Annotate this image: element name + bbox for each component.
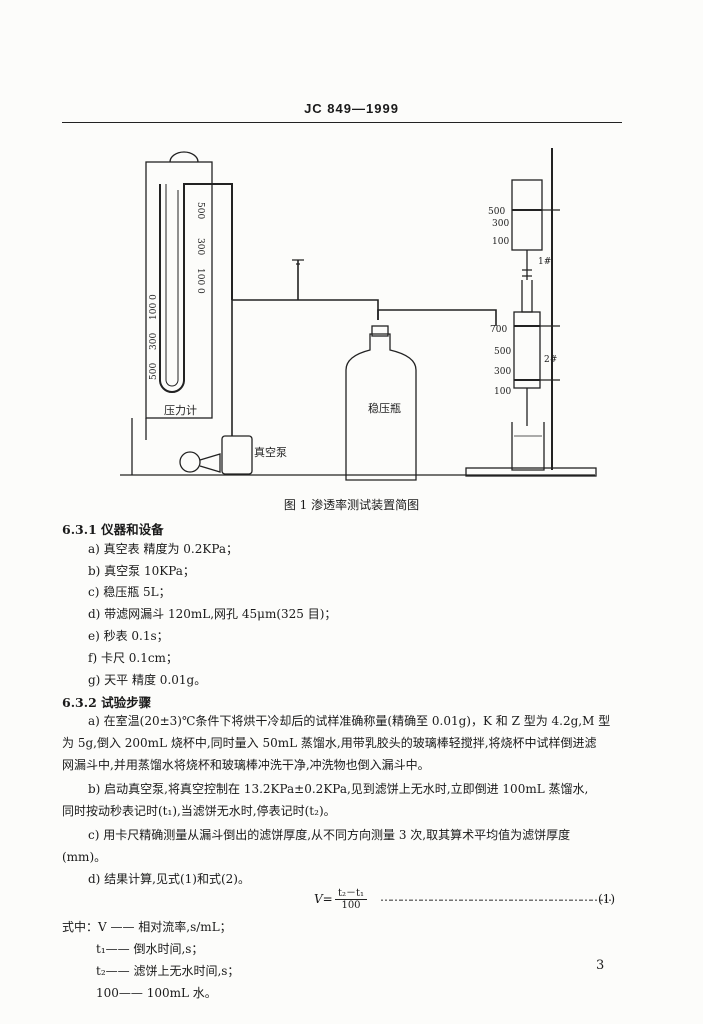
funnel-1-label: 1# (538, 257, 551, 267)
legend-line: 式中：V —— 相对流率,s/mL； (62, 920, 232, 934)
section-632-title: 6.3.2 试验步骤 (62, 695, 152, 710)
manometer-label: 压力计 (164, 404, 197, 417)
funnel-1 (511, 179, 543, 280)
list-item: b) 真空泵 10KPa； (88, 564, 195, 578)
section-631-title: 6.3.1 仪器和设备 (62, 522, 164, 537)
scale-tick: 500 (149, 363, 159, 380)
cylinder-mark: 300 (492, 219, 509, 229)
apparatus-diagram: 压力计 500 300 100 0 0 100 300 500 真空泵 稳压瓶 (120, 148, 597, 481)
formula-number: (1) (598, 892, 615, 906)
legend-line: t₂—— 滤饼上无水时间,s； (96, 964, 240, 978)
cylinder-mark: 700 (490, 325, 507, 335)
scale-tick: 0 (149, 294, 159, 300)
cylinder-mark: 500 (488, 207, 505, 217)
list-item: g) 天平 精度 0.01g。 (88, 673, 207, 687)
standard-header: JC 849—1999 (304, 101, 399, 116)
stabilizer-label: 稳压瓶 (368, 401, 401, 415)
paragraph-line: 网漏斗中,并用蒸馏水将烧杯和玻璃棒冲洗干净,冲洗物也倒入漏斗中。 (62, 758, 430, 772)
vacuum-pump-label: 真空泵 (254, 445, 287, 459)
figure-caption: 图 1 渗透率测试装置简图 (283, 498, 420, 512)
scale-tick: 100 (195, 268, 205, 285)
cylinder-mark: 100 (492, 237, 509, 247)
page-number: 3 (596, 958, 605, 973)
paragraph-line: b) 启动真空泵,将真空控制在 13.2KPa±0.2KPa,见到滤饼上无水时,… (88, 782, 589, 796)
paragraph-line: 同时按动秒表记时(t₁),当滤饼无水时,停表记时(t₂)。 (62, 804, 336, 818)
beaker (511, 422, 545, 471)
formula-numerator: t₂－t₁ (335, 884, 367, 900)
paragraph-line: a) 在室温(20±3)℃条件下将烘干冷却后的试样准确称量(精确至 0.01g)… (88, 714, 611, 728)
header-rule (62, 122, 622, 123)
formula-dots: …………………………………………………………… (380, 890, 612, 904)
funnel-2-label: 2# (544, 355, 557, 365)
scale-tick: 100 (149, 303, 159, 320)
list-item: f) 卡尺 0.1cm； (88, 651, 178, 665)
paragraph-line: 为 5g,倒入 200mL 烧杯中,同时量入 50mL 蒸馏水,用带乳胶头的玻璃… (62, 736, 597, 750)
paragraph-line: c) 用卡尺精确测量从漏斗倒出的滤饼厚度,从不同方向测量 3 次,取其算术平均值… (88, 828, 571, 842)
paragraph-line: (mm)。 (62, 850, 107, 864)
scale-tick: 500 (195, 202, 205, 219)
legend-line: t₁—— 倒水时间,s； (96, 942, 204, 956)
funnel-2 (513, 280, 541, 426)
manometer-scale-right: 500 300 100 0 (195, 202, 205, 294)
list-item: d) 带滤网漏斗 120mL,网孔 45μm(325 目)； (88, 607, 337, 621)
manometer (120, 151, 595, 476)
vacuum-pump (179, 300, 253, 475)
list-item: c) 稳压瓶 5L； (88, 585, 171, 599)
paragraph-line: d) 结果计算,见式(1)和式(2)。 (88, 872, 250, 886)
scale-tick: 300 (149, 333, 159, 350)
manometer-scale-left: 0 100 300 500 (149, 294, 159, 380)
cylinder-mark: 100 (494, 387, 511, 397)
formula-denominator: 100 (341, 900, 361, 911)
cylinder-mark: 300 (494, 367, 511, 377)
cylinder-mark: 500 (494, 347, 511, 357)
list-item: a) 真空表 精度为 0.2KPa； (88, 542, 239, 556)
formula-lhs: V= (314, 892, 333, 906)
legend-line: 100—— 100mL 水。 (96, 986, 217, 1000)
scale-tick: 0 (195, 288, 205, 294)
stabilizer-bottle (345, 325, 417, 481)
scale-tick: 300 (195, 238, 205, 255)
list-item: e) 秒表 0.1s； (88, 629, 169, 643)
